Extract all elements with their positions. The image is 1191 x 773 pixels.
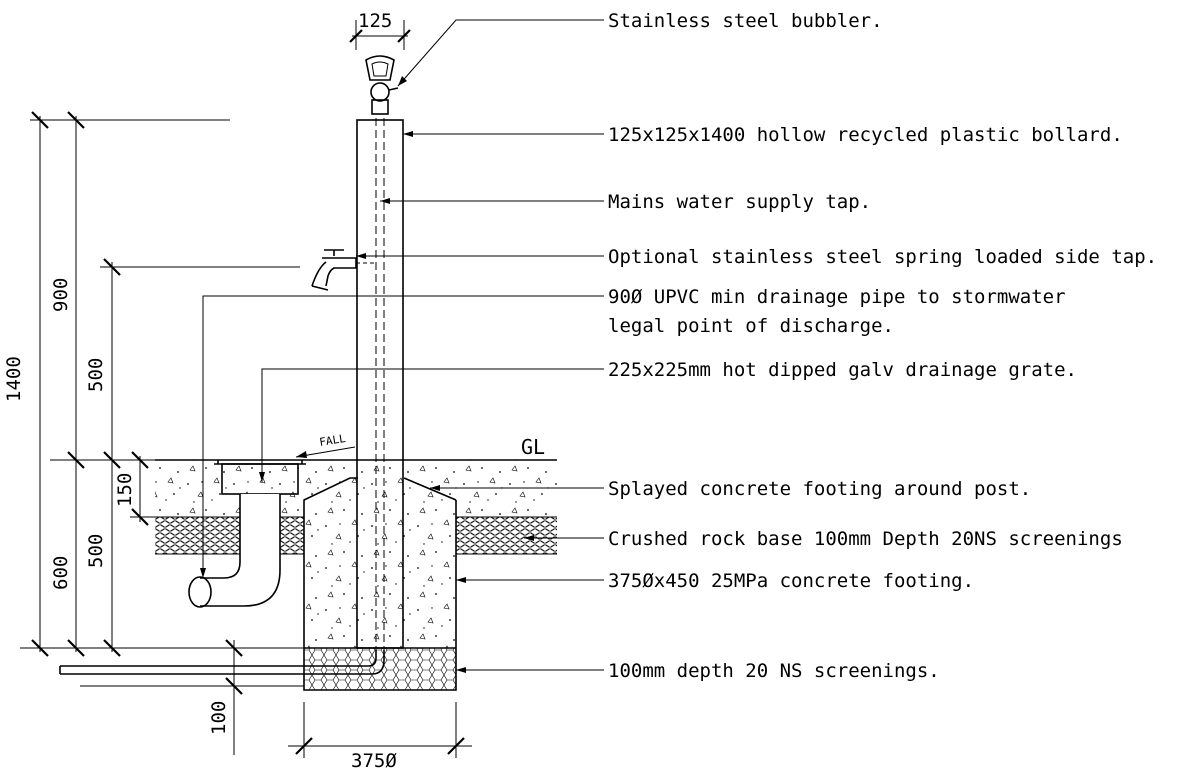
- callouts: Stainless steel bubbler. 125x125x1400 ho…: [608, 10, 1157, 682]
- bollard: [356, 118, 404, 650]
- callout-side-tap: Optional stainless steel spring loaded s…: [608, 246, 1157, 268]
- dim-top-width: 125: [358, 10, 392, 32]
- dim-pipe-depth: 500: [85, 534, 107, 568]
- drainage-pipe: FALL: [188, 432, 356, 608]
- callout-concrete-footing: 375Øx450 25MPa concrete footing.: [608, 570, 974, 592]
- callout-screenings: 100mm depth 20 NS screenings.: [608, 660, 940, 682]
- bubbler-head: [365, 55, 399, 115]
- base-screenings: [304, 647, 456, 690]
- dim-grate-depth: 150: [114, 473, 136, 507]
- concrete-footing: [303, 477, 457, 691]
- ground-level-label: GL: [521, 435, 545, 459]
- dim-above-ground: 900: [50, 278, 72, 312]
- dim-base-depth: 100: [208, 701, 230, 735]
- callout-mains-tap: Mains water supply tap.: [608, 191, 871, 213]
- dim-below-ground: 600: [50, 556, 72, 590]
- callout-bollard: 125x125x1400 hollow recycled plastic bol…: [608, 124, 1123, 146]
- side-tap: [311, 249, 376, 291]
- callout-grate: 225x225mm hot dipped galv drainage grate…: [608, 359, 1077, 381]
- dim-tap-height: 500: [85, 358, 107, 392]
- callout-splayed-footing: Splayed concrete footing around post.: [608, 478, 1031, 500]
- callout-bubbler: Stainless steel bubbler.: [608, 10, 883, 32]
- callout-crushed-rock: Crushed rock base 100mm Depth 20NS scree…: [608, 528, 1123, 550]
- supply-pipe: [59, 650, 385, 675]
- dim-total-height: 1400: [3, 356, 25, 402]
- dim-footing-diameter: 375Ø: [351, 750, 397, 772]
- dimension-lines: [20, 20, 472, 758]
- leader-lines: [200, 19, 604, 673]
- fall-label: FALL: [318, 432, 347, 449]
- callout-drainage-pipe-line2: legal point of discharge.: [608, 315, 894, 337]
- callout-drainage-pipe: 90Ø UPVC min drainage pipe to stormwater: [608, 286, 1066, 308]
